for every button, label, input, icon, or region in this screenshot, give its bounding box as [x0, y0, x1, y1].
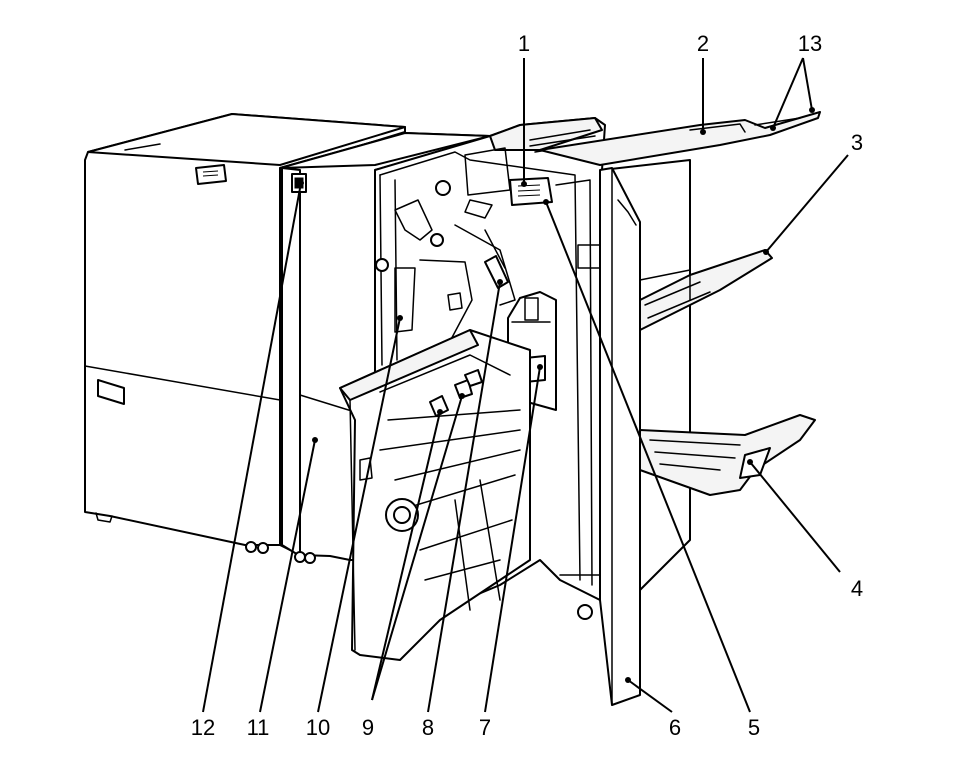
top-tray	[539, 111, 821, 166]
booklet-tray	[639, 414, 816, 496]
front-door	[599, 167, 641, 706]
booklet-unit	[339, 329, 531, 661]
printer-body	[84, 113, 406, 554]
callout-11: 11	[247, 715, 270, 740]
callout-labels: 1 2 3 4 5 6 7 8 9 10 11 12 13	[191, 31, 863, 740]
callout-1: 1	[518, 31, 530, 56]
leader-endpoints	[298, 107, 815, 683]
callout-10: 10	[306, 715, 330, 740]
leader-lines	[202, 57, 849, 713]
callout-5: 5	[748, 715, 760, 740]
callout-13: 13	[798, 31, 822, 56]
callout-8: 8	[422, 715, 434, 740]
callout-2: 2	[697, 31, 709, 56]
callout-6: 6	[669, 715, 681, 740]
callout-4: 4	[851, 576, 863, 601]
callout-12: 12	[191, 715, 215, 740]
callout-7: 7	[479, 715, 491, 740]
stacker-tray	[639, 249, 773, 331]
callout-3: 3	[851, 130, 863, 155]
callout-9: 9	[362, 715, 374, 740]
